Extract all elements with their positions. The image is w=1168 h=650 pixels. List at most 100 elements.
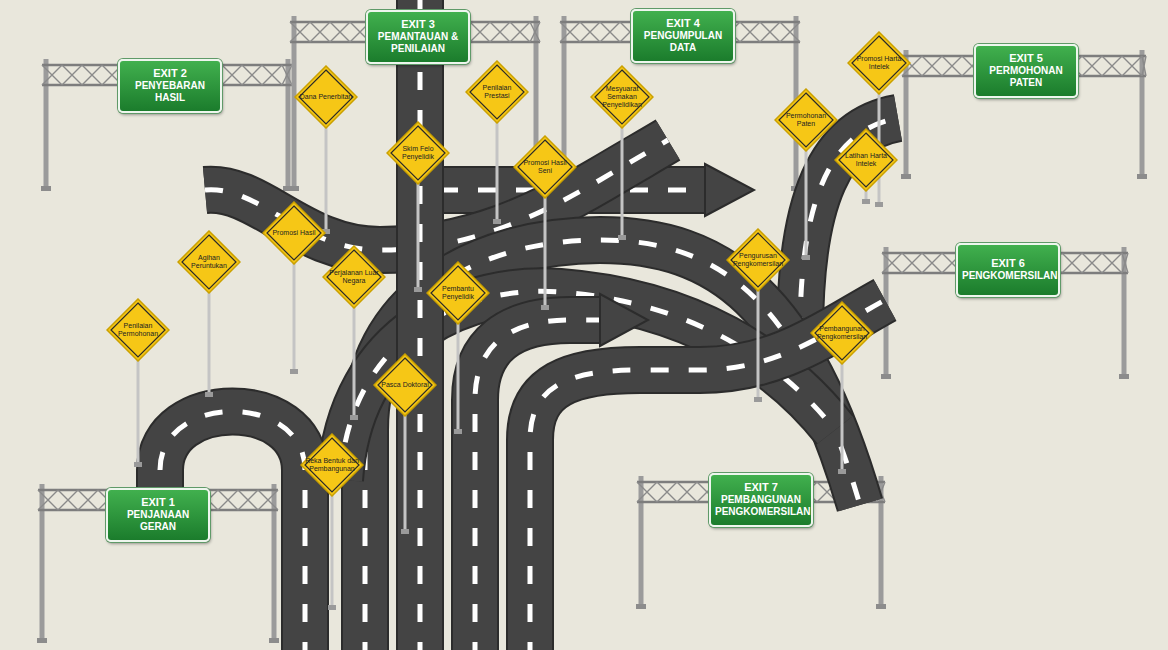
truss-cross: [242, 65, 262, 85]
sign-pole: [841, 361, 844, 472]
truss-cross: [780, 22, 800, 42]
sign-text: Pasca Doktoral: [377, 381, 433, 389]
sign-pole: [404, 413, 407, 532]
pole-base: [41, 186, 51, 191]
road: [530, 300, 885, 650]
warning-diamond: Promosi Hasil Seni: [513, 135, 577, 199]
warning-diamond: Skim Felo Penyelidik: [386, 121, 450, 185]
warning-diamond: Pasca Doktoral: [373, 353, 437, 417]
truss-cross: [470, 22, 490, 42]
exit-number: EXIT 2: [124, 67, 216, 80]
sign-pole: [621, 125, 624, 238]
truss-cross: [530, 22, 540, 42]
pole-base: [838, 469, 846, 474]
pole-base: [754, 397, 762, 402]
sign-text: Skim Felo Penyelidik: [390, 145, 446, 161]
sign-text: Penilaian Prestasi: [469, 84, 525, 100]
exit-number: EXIT 4: [637, 17, 729, 30]
pole-base: [876, 604, 886, 609]
pole-base: [401, 529, 409, 534]
sign-pole: [353, 305, 356, 418]
pole-base: [328, 605, 336, 610]
pole-base: [350, 415, 358, 420]
exit-name: PENJANAAN GERAN: [112, 509, 204, 533]
exit-sign: EXIT 5PERMOHONAN PATEN: [974, 44, 1078, 98]
road: [475, 320, 602, 650]
warning-diamond: Penilaian Prestasi: [465, 60, 529, 124]
road-arrowhead: [600, 294, 648, 346]
truss-cross: [1122, 253, 1128, 273]
exit-number: EXIT 7: [715, 481, 807, 494]
sign-text: Perjalanan Luar Negara: [326, 269, 382, 285]
truss-cross: [510, 22, 530, 42]
sign-pole: [757, 288, 760, 400]
pole-base: [269, 638, 279, 643]
truss-cross: [760, 22, 780, 42]
warning-diamond: Promosi Harta Intelek: [847, 31, 911, 95]
truss-cross: [560, 22, 580, 42]
sign-pole: [457, 321, 460, 432]
truss-cross: [677, 482, 697, 502]
sign-text: Reka Bentuk dan Pembangunan: [304, 457, 360, 473]
pole-base: [414, 287, 422, 292]
truss-cross: [38, 490, 58, 510]
exit-sign: EXIT 6PENGKOMERSILAN: [956, 243, 1060, 297]
sign-pole: [417, 181, 420, 290]
pole-base: [636, 604, 646, 609]
truss-cross: [942, 56, 962, 76]
truss-cross: [78, 490, 98, 510]
sign-text: Permohonan Paten: [778, 112, 834, 128]
exit-name: PENGUMPULAN DATA: [637, 30, 729, 54]
exit-name: PEMBANGUNAN PENGKOMERSILAN: [715, 494, 807, 518]
gantry-pole: [286, 59, 291, 190]
truss-cross: [1082, 253, 1102, 273]
warning-diamond: Dana Penerbitan: [294, 65, 358, 129]
truss-cross: [218, 490, 238, 510]
sign-pole: [325, 125, 328, 232]
sign-text: Pengurusan Pengkomersilan: [730, 252, 786, 268]
truss-cross: [238, 490, 258, 510]
truss-cross: [262, 65, 282, 85]
truss-cross: [490, 22, 510, 42]
exit-number: EXIT 3: [372, 18, 464, 31]
sign-pole: [544, 195, 547, 308]
truss-cross: [310, 22, 330, 42]
road-edge: [396, 0, 444, 650]
warning-diamond: Promosi Hasil: [262, 201, 326, 265]
sign-text: Agihan Peruntukan: [181, 254, 237, 270]
warning-diamond: Perjalanan Luar Negara: [322, 245, 386, 309]
pole-base: [37, 638, 47, 643]
truss-cross: [330, 22, 350, 42]
truss-cross: [1142, 56, 1146, 76]
pole-base: [862, 199, 870, 204]
truss-cross: [740, 22, 760, 42]
truss-cross: [62, 65, 82, 85]
exit-number: EXIT 5: [980, 52, 1072, 65]
warning-diamond: Pembantu Penyelidik: [426, 261, 490, 325]
sign-text: Latihan Harta Intelek: [838, 152, 894, 168]
gantry-frame: [881, 247, 1129, 379]
truss-cross: [922, 253, 942, 273]
sign-pole: [208, 290, 211, 395]
road-edge: [475, 320, 602, 650]
truss-cross: [882, 253, 902, 273]
truss-cross: [657, 482, 677, 502]
exit-sign: EXIT 2PENYEBARAN HASIL: [118, 59, 222, 113]
truss-cross: [42, 65, 62, 85]
exit-name: PERMOHONAN PATEN: [980, 65, 1072, 89]
pole-base: [493, 219, 501, 224]
sign-text: Pembantu Penyelidik: [430, 285, 486, 301]
warning-diamond: Penilaian Permohonan: [106, 298, 170, 362]
sign-pole: [496, 120, 499, 222]
pole-base: [875, 202, 883, 207]
truss-cross: [637, 482, 657, 502]
exit-name: PENYEBARAN HASIL: [124, 80, 216, 104]
pole-base: [1119, 374, 1129, 379]
sign-pole: [293, 261, 296, 372]
exit-name: PENGKOMERSILAN: [962, 270, 1054, 282]
road: [398, 0, 442, 650]
sign-text: Promosi Harta Intelek: [851, 55, 907, 71]
truss-cross: [1122, 56, 1142, 76]
exit-sign: EXIT 4PENGUMPULAN DATA: [631, 9, 735, 63]
lane-marking: [530, 300, 885, 650]
